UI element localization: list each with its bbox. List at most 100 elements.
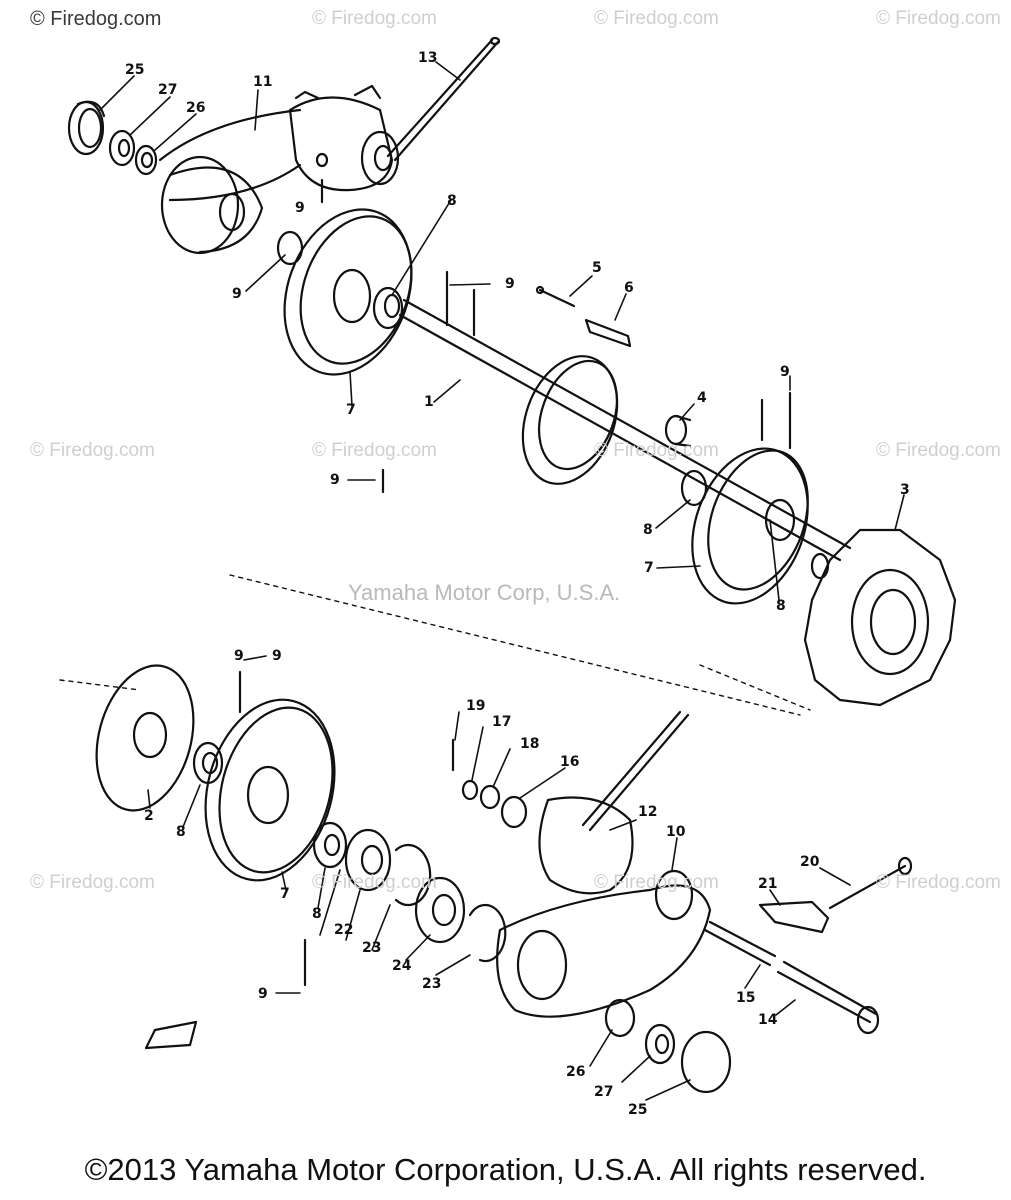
callout-15: 15: [736, 990, 755, 1006]
yamaha-watermark: Yamaha Motor Corp, U.S.A.: [348, 580, 621, 605]
firedog-watermark: © Firedog.com: [594, 8, 719, 29]
firedog-watermark-top-left: © Firedog.com: [30, 8, 162, 30]
callout-3: 3: [900, 482, 910, 498]
pin-5: [535, 285, 576, 308]
callout-2: 2: [144, 808, 154, 824]
circlip-23b: [468, 903, 507, 963]
washer-26-bottom: [604, 998, 636, 1038]
callout-8-c: 8: [776, 598, 786, 614]
firedog-watermark: © Firedog.com: [876, 440, 1001, 461]
bearing-8-right: [680, 469, 708, 507]
callout-21: 21: [758, 876, 777, 892]
callout-25-bottom: 25: [628, 1102, 647, 1118]
shaft-15: [703, 920, 777, 967]
bolt-20: [828, 856, 913, 910]
bolt-9-lower: [238, 670, 307, 987]
callout-7-a: 7: [346, 402, 356, 418]
callout-9-b: 9: [232, 286, 242, 302]
callout-12: 12: [638, 804, 657, 820]
firedog-watermark: © Firedog.com: [876, 8, 1001, 29]
bearing-8-lower: [192, 741, 224, 785]
firedog-watermark: © Firedog.com: [30, 872, 155, 893]
small-parts-upper-right: [451, 738, 528, 829]
rod-12: [581, 710, 690, 832]
rod-13: [386, 36, 501, 162]
callout-9-h: 9: [258, 986, 268, 1002]
firedog-watermark: © Firedog.com: [876, 872, 1001, 893]
callout-17: 17: [492, 714, 511, 730]
bearing-22: [344, 828, 392, 892]
bracket-6: [584, 318, 632, 348]
callout-8-d: 8: [176, 824, 186, 840]
bearing-8-lower-right: [312, 821, 348, 869]
callout-18: 18: [520, 736, 539, 752]
lever-21: [758, 900, 830, 934]
firedog-watermark: © Firedog.com: [312, 872, 437, 893]
bearing-8-upper: [372, 286, 404, 330]
callout-1: 1: [424, 394, 434, 410]
firedog-watermark: © Firedog.com: [312, 440, 437, 461]
wheel-7-lower: [204, 698, 336, 882]
gear-case-12: [496, 796, 712, 1018]
callout-24: 24: [392, 958, 412, 974]
callout-26-bottom: 26: [566, 1064, 585, 1080]
washer-26-top: [134, 144, 158, 176]
firedog-watermark: © Firedog.com: [30, 440, 155, 461]
callout-7-b: 7: [644, 560, 654, 576]
callout-14: 14: [758, 1012, 778, 1028]
firedog-watermark: © Firedog.com: [594, 440, 719, 461]
sprocket-wheel-7-right: [691, 447, 809, 605]
spacer-4: [664, 414, 692, 448]
callout-10: 10: [666, 824, 686, 840]
front-arrow-stamp: [144, 1020, 198, 1050]
firedog-watermark: © Firedog.com: [312, 8, 437, 29]
sprocket-2-lower: [95, 664, 195, 812]
callout-11: 11: [253, 74, 272, 90]
cap-25-bottom: [680, 1030, 732, 1094]
callout-23-a: 23: [362, 940, 381, 956]
bearing-27-bottom: [644, 1023, 676, 1065]
gear-case-11: [288, 84, 400, 192]
callout-9-e: 9: [330, 472, 340, 488]
bearing-27-top: [108, 129, 136, 167]
seal-10: [654, 869, 694, 921]
shaft-end: [810, 552, 830, 580]
washer-9-upper: [276, 230, 304, 266]
callout-4: 4: [697, 390, 707, 406]
leader-lines: [99, 61, 905, 1101]
firedog-watermark: © Firedog.com: [594, 872, 719, 893]
callout-5: 5: [592, 260, 602, 276]
callout-9-a: 9: [295, 200, 305, 216]
callout-19: 19: [466, 698, 485, 714]
callout-9-c: 9: [505, 276, 515, 292]
housing-cap: [160, 155, 264, 255]
sprocket-wheel-7-upper: [283, 208, 413, 376]
callout-9-f: 9: [272, 648, 282, 664]
callout-7-c: 7: [280, 886, 290, 902]
callout-9-d: 9: [780, 364, 790, 380]
seal-25-top: [67, 100, 106, 156]
callout-23-b: 23: [422, 976, 441, 992]
callout-25-top: 25: [125, 62, 144, 78]
main-shaft-1: [398, 298, 852, 562]
callout-labels: 25 27 26 11 13 9 8 9 9 5 6 1 7 4 9 3 9 8…: [125, 50, 910, 1118]
drive-sprocket-3: [803, 528, 957, 707]
copyright-footer: ©2013 Yamaha Motor Corporation, U.S.A. A…: [84, 1152, 927, 1187]
callout-8-a: 8: [447, 193, 457, 209]
guide-line-upper: [59, 574, 801, 716]
callout-22: 22: [334, 922, 353, 938]
guide-line-lower: [699, 664, 811, 711]
bolts-9: [320, 178, 792, 494]
callout-8-b: 8: [643, 522, 653, 538]
belt-11: [158, 108, 302, 202]
callout-26-top: 26: [186, 100, 205, 116]
callout-13: 13: [418, 50, 437, 66]
circlip-23: [394, 843, 432, 907]
callout-27-bottom: 27: [594, 1084, 613, 1100]
callout-20: 20: [800, 854, 820, 870]
shaft-14: [776, 960, 880, 1035]
hub-disc-center: [521, 355, 619, 485]
callout-16: 16: [560, 754, 579, 770]
